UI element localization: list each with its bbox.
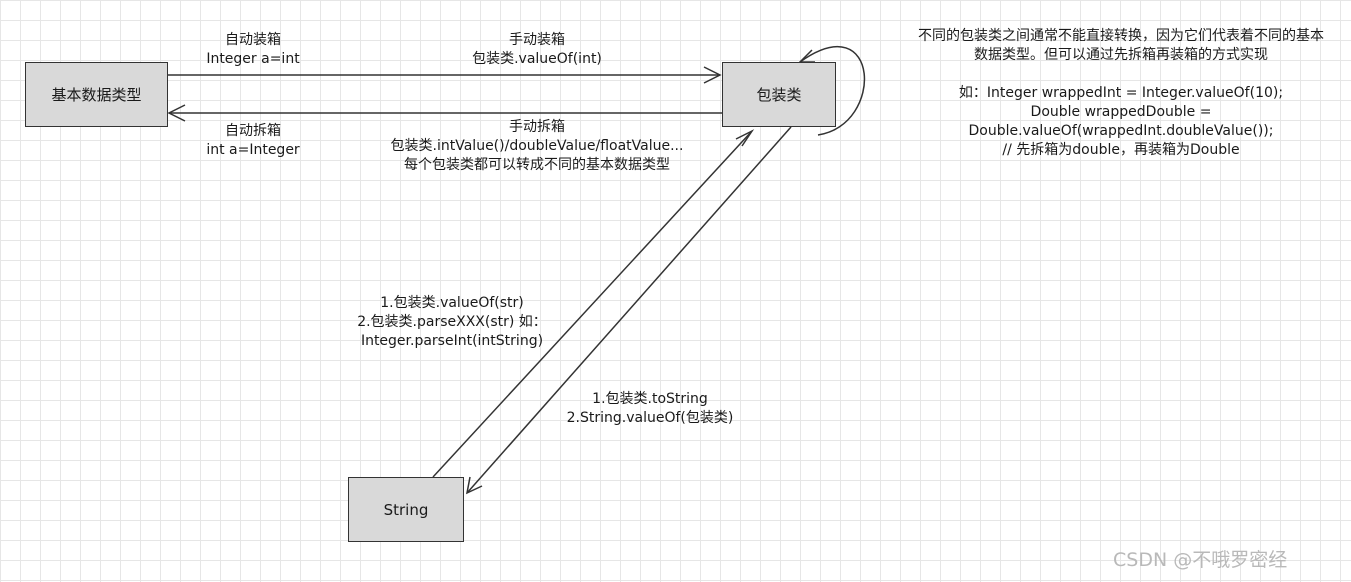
label-line: Integer.parseInt(intString) <box>360 333 544 349</box>
note-line: // 先拆箱为double，再装箱为Double <box>1002 142 1240 158</box>
note-line: Double.valueOf(wrappedInt.doubleValue())… <box>968 123 1274 139</box>
label-manual-unboxing: 手动拆箱 包装类.intValue()/doubleValue/floatVal… <box>357 118 717 175</box>
label-line: 2.包装类.parseXXX(str) 如： <box>357 314 547 330</box>
note-text: 不同的包装类之间通常不能直接转换，因为它们代表着不同的基本 数据类型。但可以通过… <box>893 27 1349 160</box>
node-primitive[interactable]: 基本数据类型 <box>25 62 168 127</box>
label-line: 手动拆箱 <box>509 119 565 135</box>
node-primitive-label: 基本数据类型 <box>51 86 142 104</box>
note-line: 如：Integer wrappedInt = Integer.valueOf(1… <box>958 85 1284 101</box>
arrow-wrapper-to-primitive <box>167 104 722 122</box>
label-line: int a=Integer <box>206 142 300 158</box>
note-line: 数据类型。但可以通过先拆箱再装箱的方式实现 <box>974 47 1268 63</box>
label-string-to-wrapper: 1.包装类.valueOf(str) 2.包装类.parseXXX(str) 如… <box>342 294 562 351</box>
label-line: 1.包装类.toString <box>592 391 708 407</box>
node-wrapper-label: 包装类 <box>756 86 802 104</box>
label-line: 包装类.valueOf(int) <box>472 51 602 67</box>
node-string[interactable]: String <box>348 477 464 542</box>
label-manual-boxing: 手动装箱 包装类.valueOf(int) <box>437 31 637 69</box>
watermark: CSDN @不哦罗密经 <box>1113 549 1288 571</box>
label-line: 包装类.intValue()/doubleValue/floatValue... <box>390 138 684 154</box>
arrow-wrapper-to-string <box>465 126 792 495</box>
arrow-primitive-to-wrapper <box>168 66 722 84</box>
note-line <box>893 65 1349 84</box>
node-string-label: String <box>383 500 429 519</box>
note-line: Double wrappedDouble = <box>1030 104 1212 120</box>
label-line: 2.String.valueOf(包装类) <box>566 410 734 426</box>
label-auto-unboxing: 自动拆箱 int a=Integer <box>173 122 333 160</box>
arrow-string-to-wrapper <box>432 129 755 478</box>
label-line: 自动拆箱 <box>225 123 281 139</box>
label-line: Integer a=int <box>206 51 300 67</box>
node-wrapper[interactable]: 包装类 <box>722 62 836 127</box>
label-line: 自动装箱 <box>225 32 281 48</box>
label-line: 手动装箱 <box>509 32 565 48</box>
label-line: 每个包装类都可以转成不同的基本数据类型 <box>404 157 670 173</box>
label-auto-boxing: 自动装箱 Integer a=int <box>173 31 333 69</box>
label-wrapper-to-string: 1.包装类.toString 2.String.valueOf(包装类) <box>550 390 750 428</box>
note-line: 不同的包装类之间通常不能直接转换，因为它们代表着不同的基本 <box>918 28 1324 44</box>
label-line: 1.包装类.valueOf(str) <box>380 295 524 311</box>
